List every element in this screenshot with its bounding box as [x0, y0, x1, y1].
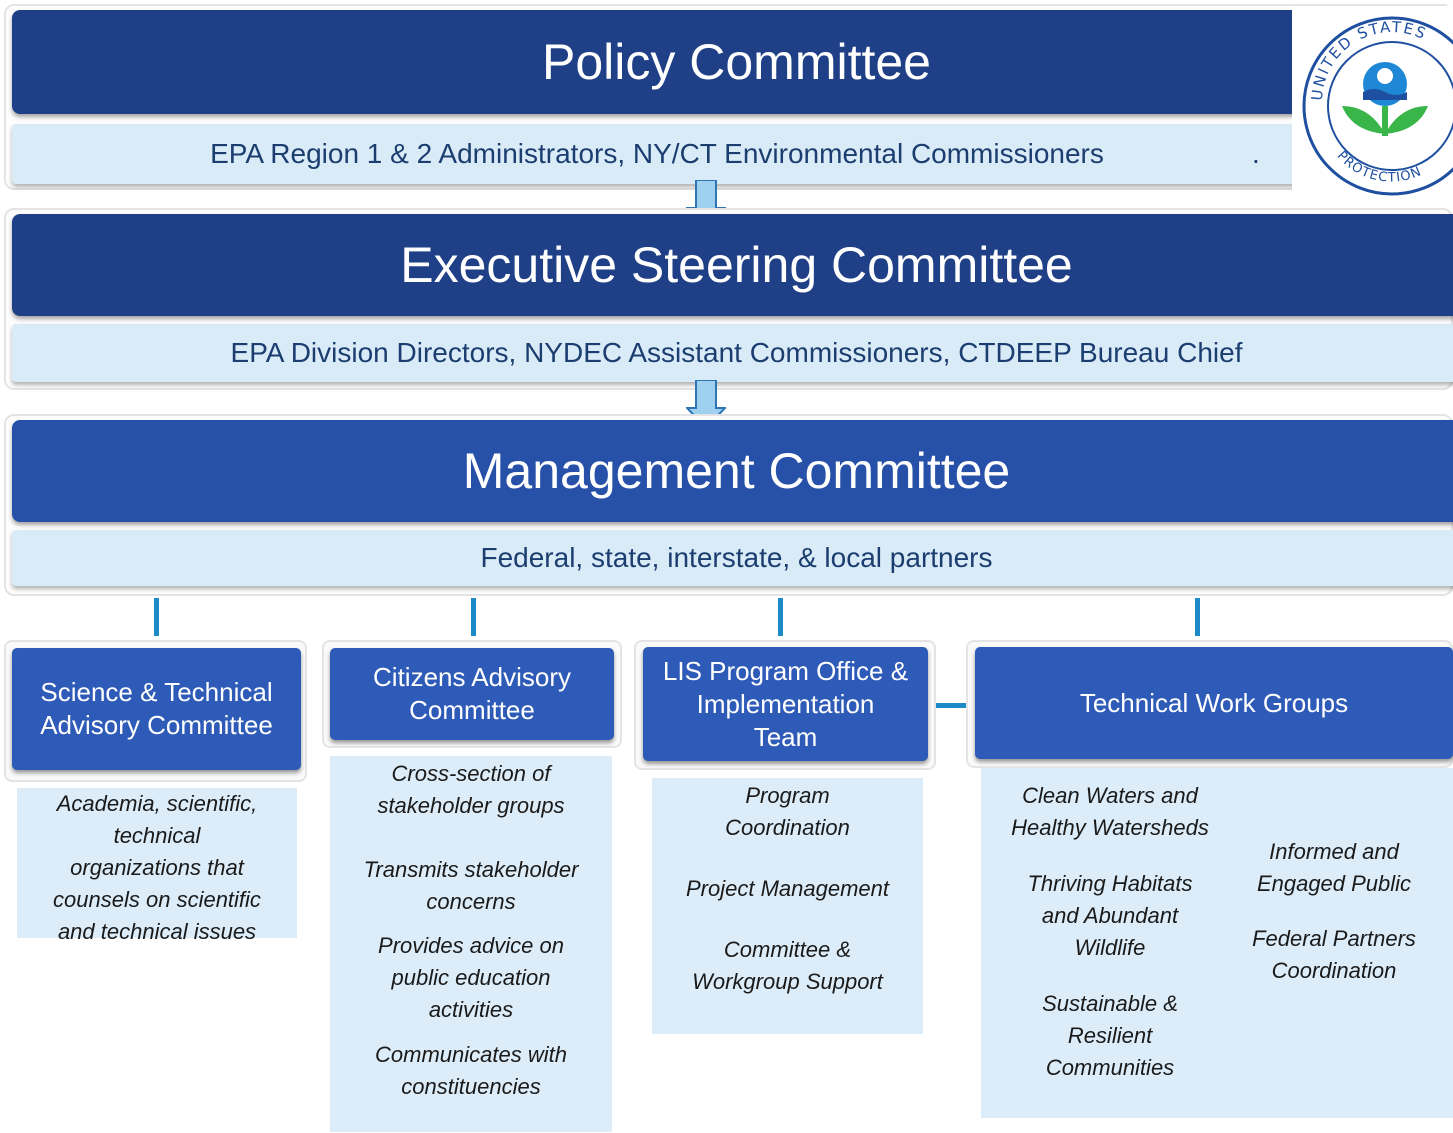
- policy-committee-title: Policy Committee: [12, 10, 1453, 114]
- cac-item-line: stakeholder groups: [377, 793, 565, 818]
- cac-item-line: Transmits stakeholder: [363, 857, 579, 882]
- connector-line: [934, 703, 974, 708]
- work-group-item: Federal Partners Coordination: [1231, 923, 1437, 987]
- executive-committee-title: Executive Steering Committee: [12, 214, 1453, 316]
- work-group-item-line: Healthy Watersheds: [1011, 815, 1209, 840]
- program-office-item-line: Program: [745, 783, 830, 808]
- program-office-item: Project Management: [652, 873, 923, 905]
- cac-title-line: Committee: [409, 695, 535, 725]
- connector-line: [778, 598, 783, 636]
- program-office-item-line: Committee &: [723, 937, 852, 962]
- management-committee-members: Federal, state, interstate, & local part…: [12, 530, 1453, 586]
- cac-item: Provides advice on public education acti…: [330, 930, 612, 1026]
- cac-description: Cross-section of stakeholder groups Tran…: [330, 756, 612, 1132]
- work-groups-right-column: Informed and Engaged Public Federal Part…: [1231, 836, 1437, 987]
- program-office-item-line: Project Management: [686, 876, 889, 901]
- stac-desc-line: Academia, scientific,: [56, 791, 258, 816]
- cac-title: Citizens Advisory Committee: [330, 648, 614, 740]
- connector-line: [154, 598, 159, 636]
- cac-item-line: public education: [391, 965, 551, 990]
- stac-title: Science & Technical Advisory Committee: [12, 648, 301, 770]
- work-group-item: Clean Waters and Healthy Watersheds: [981, 780, 1239, 844]
- policy-committee-members: EPA Region 1 & 2 Administrators, NY/CT E…: [12, 124, 1302, 184]
- program-office-title-line: Implementation: [696, 688, 875, 719]
- program-office-item-line: Workgroup Support: [692, 969, 883, 994]
- cac-title-line: Citizens Advisory: [373, 662, 571, 692]
- cac-item: Communicates with constituencies: [330, 1039, 612, 1103]
- stac-desc-line: and technical issues: [57, 919, 257, 944]
- cac-item: Transmits stakeholder concerns: [330, 854, 612, 918]
- connector-line: [1195, 598, 1200, 636]
- cac-item: Cross-section of stakeholder groups: [330, 758, 612, 822]
- stac-desc-line: counsels on scientific: [53, 887, 261, 912]
- executive-committee-members: EPA Division Directors, NYDEC Assistant …: [12, 324, 1453, 382]
- work-group-item-line: Coordination: [1271, 958, 1397, 983]
- work-group-item-line: Federal Partners: [1252, 926, 1416, 951]
- cac-item-line: Provides advice on: [378, 933, 564, 958]
- stac-description: Academia, scientific, technical organiza…: [17, 788, 297, 944]
- program-office-item: Committee & Workgroup Support: [652, 934, 923, 998]
- connector-line: [471, 598, 476, 636]
- work-group-item-line: Engaged Public: [1256, 871, 1412, 896]
- policy-members-text: EPA Region 1 & 2 Administrators, NY/CT E…: [210, 138, 1104, 169]
- cac-item-line: Communicates with: [375, 1042, 567, 1067]
- work-group-item-line: Resilient: [1067, 1023, 1153, 1048]
- program-office-description: Program Coordination Project Management …: [652, 778, 923, 1034]
- work-group-item-line: Sustainable &: [1042, 991, 1178, 1016]
- work-groups-left-column: Clean Waters and Healthy Watersheds Thri…: [981, 780, 1239, 1084]
- cac-item-line: Cross-section of: [391, 761, 551, 786]
- work-group-item: Thriving Habitats and Abundant Wildlife: [981, 868, 1239, 964]
- stac-desc-line: technical: [113, 823, 201, 848]
- work-groups-description: Clean Waters and Healthy Watersheds Thri…: [981, 768, 1453, 1118]
- cac-item-line: activities: [428, 997, 514, 1022]
- program-office-item: Program Coordination: [652, 780, 923, 844]
- program-office-item-line: Coordination: [725, 815, 850, 840]
- epa-seal-logo: UNITED STATES PROTECTION: [1292, 6, 1453, 196]
- program-office-title-line: LIS Program Office &: [662, 655, 909, 686]
- work-group-item-line: Informed and: [1269, 839, 1399, 864]
- work-groups-title: Technical Work Groups: [975, 647, 1453, 759]
- cac-item-line: constituencies: [401, 1074, 541, 1099]
- work-group-item-line: Wildlife: [1074, 935, 1146, 960]
- stac-title-line: Advisory Committee: [40, 710, 273, 740]
- stac-title-line: Science & Technical: [40, 677, 273, 707]
- cac-item-line: concerns: [426, 889, 516, 914]
- work-group-item-line: Communities: [1045, 1055, 1175, 1080]
- work-group-item-line: and Abundant: [1041, 903, 1179, 928]
- work-group-item-line: Clean Waters and: [1022, 783, 1198, 808]
- work-group-item-line: Thriving Habitats: [1027, 871, 1193, 896]
- program-office-title: LIS Program Office & Implementation Team: [643, 647, 928, 761]
- management-committee-title: Management Committee: [12, 420, 1453, 522]
- stac-desc-line: organizations that: [70, 855, 244, 880]
- program-office-title-line: Team: [753, 721, 818, 752]
- work-group-item: Sustainable & Resilient Communities: [981, 988, 1239, 1084]
- work-group-item: Informed and Engaged Public: [1231, 836, 1437, 900]
- policy-trailing-mark: .: [1252, 138, 1260, 169]
